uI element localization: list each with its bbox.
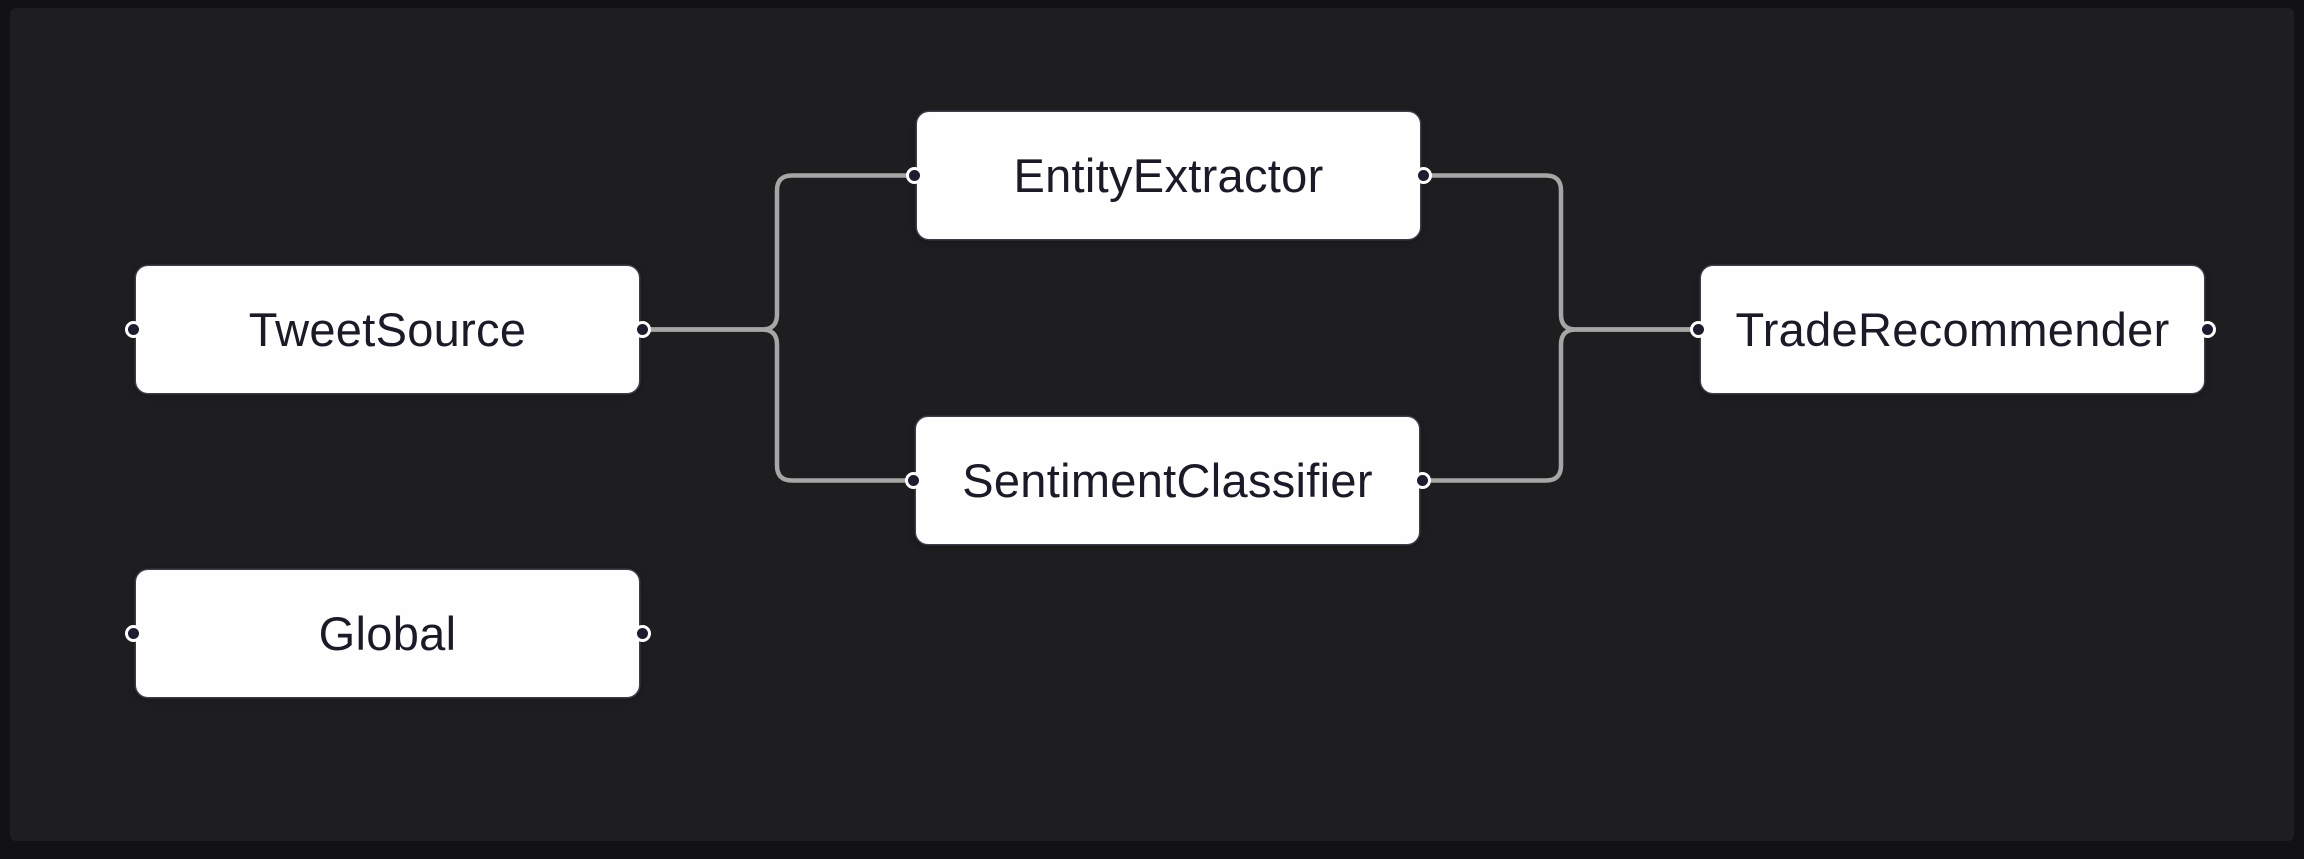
output-port[interactable] <box>1413 472 1431 489</box>
edge-entity-extractor-to-trade-recommender[interactable] <box>1420 173 1701 332</box>
node-label: Global <box>318 607 457 660</box>
node-trade-recommender[interactable]: TradeRecommender <box>1689 266 2216 393</box>
node-entity-extractor[interactable]: EntityExtractor <box>905 112 1432 239</box>
output-port[interactable] <box>1414 167 1432 184</box>
input-port[interactable] <box>124 625 142 642</box>
node-label: TradeRecommender <box>1735 303 2170 356</box>
output-port[interactable] <box>633 321 651 338</box>
node-sentiment-classifier[interactable]: SentimentClassifier <box>904 417 1431 544</box>
input-port[interactable] <box>1689 321 1707 338</box>
node-tweet-source[interactable]: TweetSource <box>124 266 651 393</box>
input-port[interactable] <box>124 321 142 338</box>
input-port[interactable] <box>905 167 923 184</box>
output-port[interactable] <box>633 625 651 642</box>
input-port[interactable] <box>904 472 922 489</box>
edge-tweet-source-to-sentiment-classifier[interactable] <box>639 327 916 483</box>
edge-sentiment-classifier-to-trade-recommender[interactable] <box>1419 327 1701 483</box>
node-label: TweetSource <box>248 303 527 356</box>
node-label: SentimentClassifier <box>962 454 1373 507</box>
node-label: EntityExtractor <box>1013 149 1324 202</box>
edge-tweet-source-to-entity-extractor[interactable] <box>639 173 917 332</box>
node-global[interactable]: Global <box>124 570 651 697</box>
output-port[interactable] <box>2198 321 2216 338</box>
